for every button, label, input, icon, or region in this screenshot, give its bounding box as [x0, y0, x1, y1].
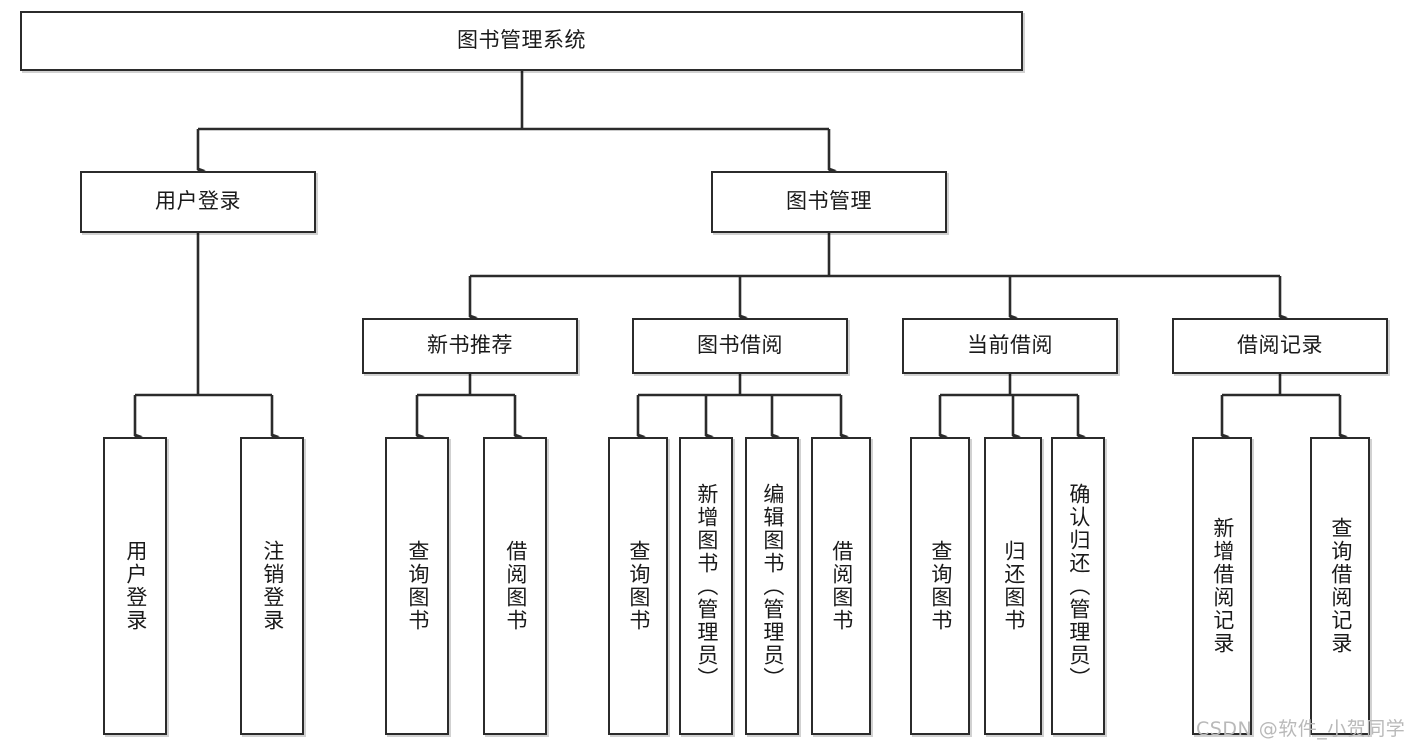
node-label-l_borrowbk1: 借阅图书: [503, 540, 528, 632]
node-l_returnbk[interactable]: 归还图书: [984, 437, 1042, 735]
edge-layer: [133, 71, 1348, 440]
node-label-l_returnbk: 归还图书: [1001, 540, 1026, 632]
node-label-l_borrowbk2: 借阅图书: [829, 540, 854, 632]
node-newbook[interactable]: 新书推荐: [362, 318, 578, 374]
node-label-l_logout: 注销登录: [260, 540, 285, 632]
node-l_querybook2[interactable]: 查询图书: [608, 437, 668, 735]
node-label-login: 用户登录: [155, 189, 241, 214]
node-l_borrowbk1[interactable]: 借阅图书: [483, 437, 547, 735]
node-label-records: 借阅记录: [1237, 333, 1323, 358]
node-label-newbook: 新书推荐: [427, 333, 513, 358]
node-l_queryrec[interactable]: 查询借阅记录: [1310, 437, 1370, 735]
node-l_borrowbk2[interactable]: 借阅图书: [811, 437, 871, 735]
node-login[interactable]: 用户登录: [80, 171, 316, 233]
node-label-l_queryrec: 查询借阅记录: [1328, 517, 1353, 655]
node-label-l_querybook3: 查询图书: [928, 540, 953, 632]
node-records[interactable]: 借阅记录: [1172, 318, 1388, 374]
node-borrow[interactable]: 图书借阅: [632, 318, 848, 374]
node-current[interactable]: 当前借阅: [902, 318, 1118, 374]
node-l_logout[interactable]: 注销登录: [240, 437, 304, 735]
node-label-root: 图书管理系统: [457, 28, 586, 53]
node-l_querybook3[interactable]: 查询图书: [910, 437, 970, 735]
node-label-l_confirm: 确认归还（管理员）: [1066, 482, 1091, 690]
node-l_addrec[interactable]: 新增借阅记录: [1192, 437, 1252, 735]
node-l_confirm[interactable]: 确认归还（管理员）: [1051, 437, 1105, 735]
node-label-borrow: 图书借阅: [697, 333, 783, 358]
node-label-l_querybook1: 查询图书: [405, 540, 430, 632]
node-label-bookmgmt: 图书管理: [786, 189, 872, 214]
node-label-l_addbook: 新增图书（管理员）: [694, 482, 719, 690]
node-l_addbook[interactable]: 新增图书（管理员）: [679, 437, 733, 735]
node-label-l_addrec: 新增借阅记录: [1210, 517, 1235, 655]
node-label-l_editbook: 编辑图书（管理员）: [760, 482, 785, 690]
node-label-l_userlogin: 用户登录: [123, 540, 148, 632]
node-l_userlogin[interactable]: 用户登录: [103, 437, 167, 735]
node-root[interactable]: 图书管理系统: [20, 11, 1023, 71]
node-l_editbook[interactable]: 编辑图书（管理员）: [745, 437, 799, 735]
node-bookmgmt[interactable]: 图书管理: [711, 171, 947, 233]
node-l_querybook1[interactable]: 查询图书: [385, 437, 449, 735]
watermark-text: CSDN @软件_小贺同学: [1196, 718, 1405, 740]
node-label-current: 当前借阅: [967, 333, 1053, 358]
node-label-l_querybook2: 查询图书: [626, 540, 651, 632]
